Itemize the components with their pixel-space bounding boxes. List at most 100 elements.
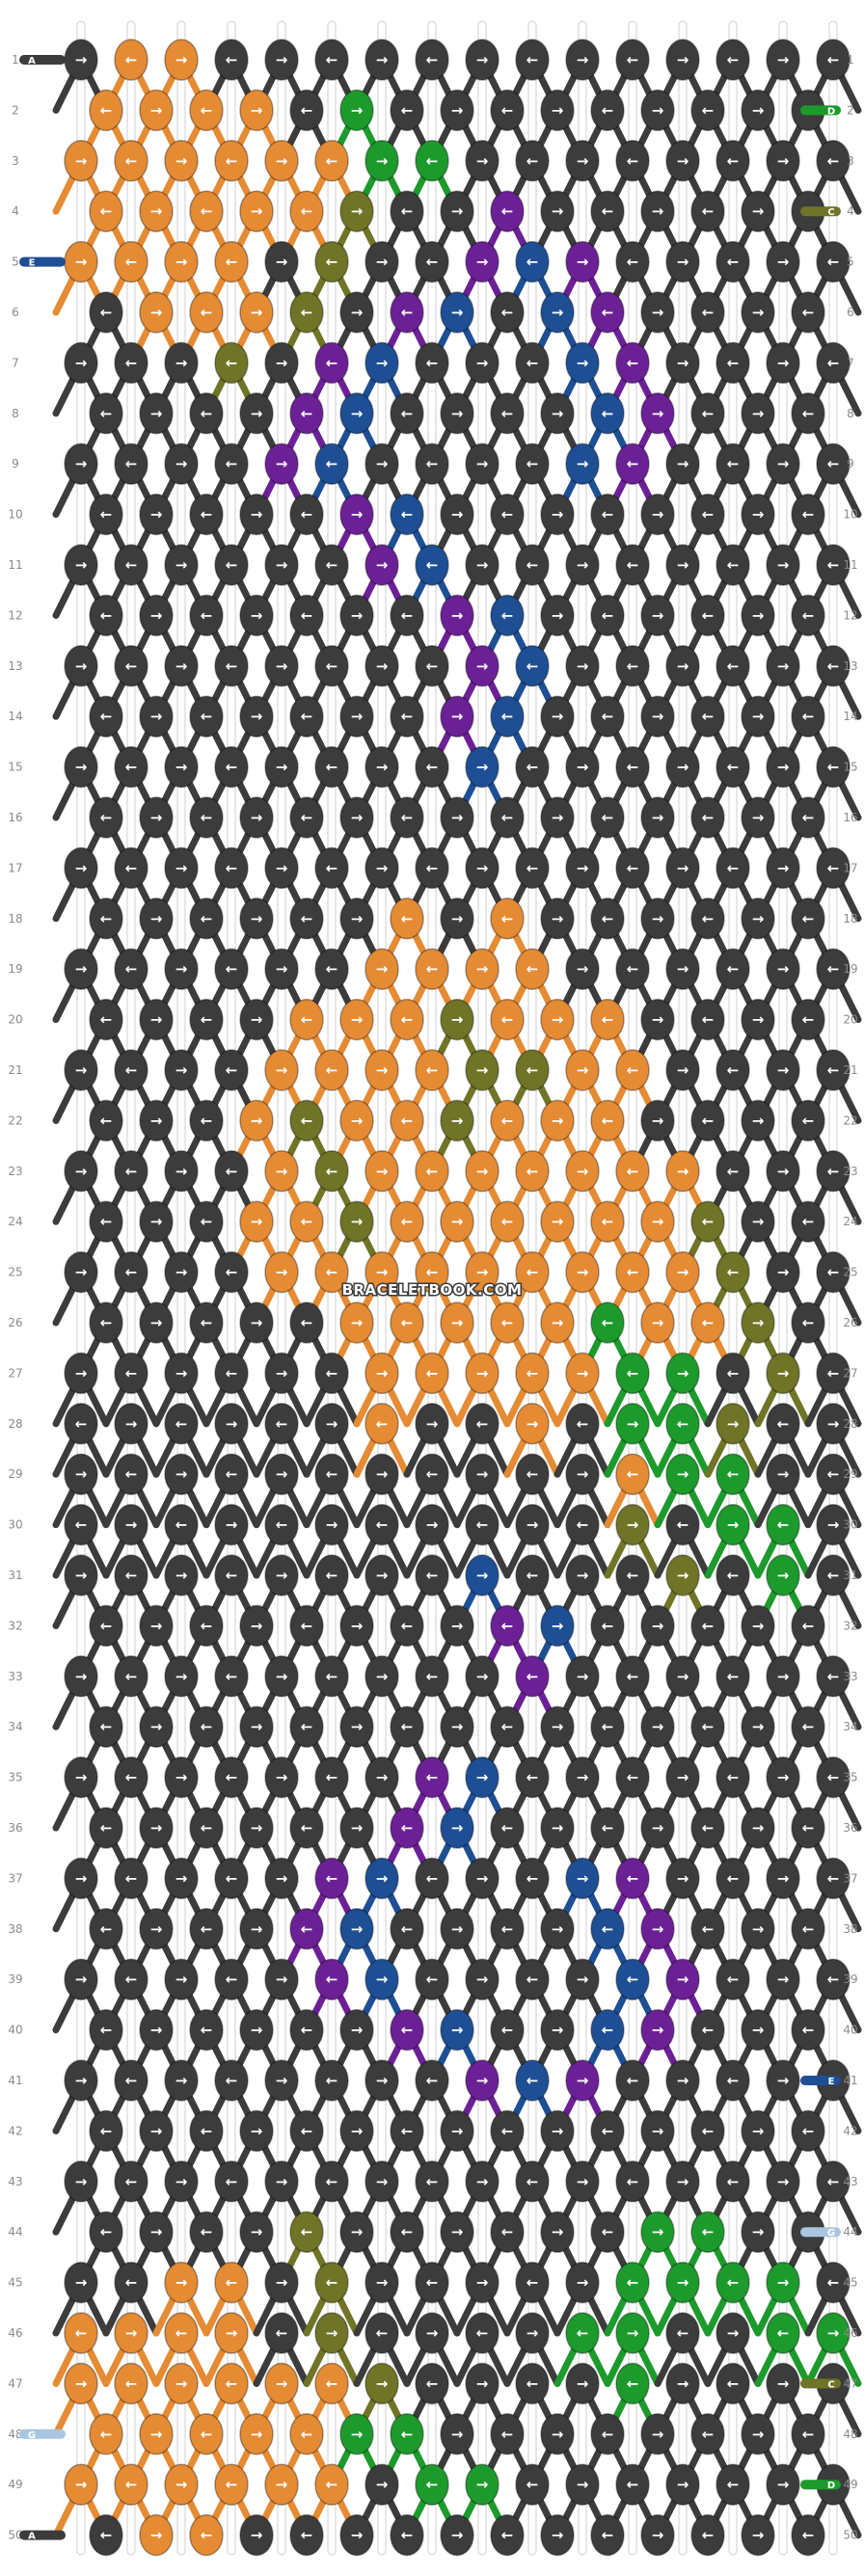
knot-direction-arrow: → bbox=[276, 1971, 288, 1988]
knot bbox=[766, 1352, 800, 1395]
knot bbox=[314, 240, 349, 283]
knot bbox=[640, 493, 675, 536]
knot bbox=[490, 2008, 525, 2052]
strand-marker-letter: D bbox=[827, 106, 835, 117]
knot bbox=[766, 745, 800, 789]
row-number-right: 18 bbox=[843, 912, 857, 926]
knot-direction-arrow: → bbox=[276, 1567, 288, 1584]
knot bbox=[390, 898, 424, 940]
knot bbox=[314, 341, 349, 385]
knot-direction-arrow: ← bbox=[501, 1718, 514, 1735]
row-number-left: 42 bbox=[8, 2124, 22, 2137]
knot bbox=[565, 1857, 600, 1900]
knot-direction-arrow: ← bbox=[577, 1516, 589, 1534]
row-number-left: 45 bbox=[8, 2276, 22, 2290]
knot bbox=[139, 1604, 174, 1648]
knot bbox=[139, 998, 174, 1041]
knot-direction-arrow: ← bbox=[526, 1567, 539, 1584]
knot-direction-arrow: ← bbox=[125, 1668, 138, 1685]
knot-direction-arrow: → bbox=[652, 2223, 664, 2241]
knot bbox=[766, 645, 800, 687]
knot-direction-arrow: → bbox=[552, 1920, 564, 1938]
knot-direction-arrow: ← bbox=[426, 2072, 439, 2089]
knot-direction-arrow: ← bbox=[501, 2022, 514, 2039]
knot-direction-arrow: → bbox=[777, 2375, 790, 2392]
knot bbox=[791, 1099, 825, 1142]
knot-direction-arrow: → bbox=[552, 2527, 564, 2544]
knot bbox=[565, 544, 600, 586]
knot bbox=[791, 1908, 825, 1950]
knot bbox=[364, 1503, 399, 1546]
knot-direction-arrow: → bbox=[351, 1112, 364, 1129]
knot bbox=[164, 1503, 199, 1546]
knot bbox=[540, 1807, 575, 1849]
knot-direction-arrow: ← bbox=[501, 1819, 514, 1837]
knot bbox=[289, 392, 324, 435]
knot-direction-arrow: ← bbox=[301, 809, 313, 826]
knot-direction-arrow: → bbox=[125, 2324, 138, 2342]
knot bbox=[615, 1554, 650, 1597]
knot bbox=[716, 443, 750, 485]
knot bbox=[791, 594, 825, 637]
knot bbox=[289, 190, 324, 232]
knot-direction-arrow: → bbox=[476, 1364, 489, 1382]
knot bbox=[214, 1756, 249, 1799]
knot-direction-arrow: ← bbox=[326, 859, 338, 876]
knot bbox=[640, 1705, 675, 1748]
knot-direction-arrow: ← bbox=[802, 1011, 815, 1029]
knot-direction-arrow: → bbox=[276, 1163, 288, 1180]
knot-direction-arrow: ← bbox=[301, 1920, 313, 1938]
knot bbox=[816, 1503, 850, 1546]
knot-direction-arrow: ← bbox=[226, 1163, 238, 1180]
knot-direction-arrow: ← bbox=[201, 708, 213, 725]
knot-direction-arrow: → bbox=[176, 1364, 188, 1382]
knot bbox=[766, 240, 800, 283]
knot-direction-arrow: ← bbox=[125, 759, 138, 776]
knot-direction-arrow: ← bbox=[727, 960, 740, 978]
knot bbox=[565, 1250, 600, 1294]
knot bbox=[665, 1503, 700, 1546]
knot-direction-arrow: → bbox=[376, 254, 389, 271]
knot-direction-arrow: ← bbox=[501, 2426, 514, 2443]
knot-direction-arrow: ← bbox=[301, 2426, 313, 2443]
knot-direction-arrow: ← bbox=[276, 1516, 288, 1534]
knot bbox=[716, 1453, 750, 1495]
knot-direction-arrow: → bbox=[677, 152, 689, 170]
knot bbox=[741, 1099, 775, 1142]
knot-direction-arrow: → bbox=[176, 1465, 188, 1483]
knot-direction-arrow: → bbox=[376, 1061, 389, 1079]
knot-direction-arrow: ← bbox=[727, 254, 740, 271]
knot-direction-arrow: ← bbox=[602, 2527, 614, 2544]
knot bbox=[665, 846, 700, 890]
knot bbox=[741, 1604, 775, 1648]
knot-direction-arrow: ← bbox=[702, 506, 715, 523]
knot-direction-arrow: ← bbox=[100, 1819, 113, 1837]
knot-direction-arrow: → bbox=[75, 254, 88, 271]
row-number-right: 8 bbox=[847, 407, 854, 420]
knot bbox=[415, 1150, 449, 1193]
knot-direction-arrow: → bbox=[476, 556, 489, 574]
knot bbox=[314, 1250, 349, 1294]
knot-direction-arrow: → bbox=[652, 101, 664, 119]
knot-direction-arrow: ← bbox=[401, 1920, 414, 1938]
knot-direction-arrow: ← bbox=[727, 2173, 740, 2190]
knot bbox=[716, 1250, 750, 1294]
knot-direction-arrow: → bbox=[150, 1213, 163, 1230]
knot bbox=[515, 1958, 550, 2000]
knot-direction-arrow: ← bbox=[827, 1264, 840, 1281]
knot-direction-arrow: → bbox=[777, 1061, 790, 1079]
knot-direction-arrow: → bbox=[351, 2122, 364, 2139]
knot-direction-arrow: ← bbox=[125, 2274, 138, 2292]
knot-direction-arrow: → bbox=[777, 2072, 790, 2089]
knot bbox=[89, 998, 123, 1041]
knot bbox=[540, 594, 575, 637]
knot bbox=[590, 695, 625, 738]
knot bbox=[741, 1908, 775, 1950]
knot bbox=[239, 998, 274, 1041]
knot bbox=[791, 2008, 825, 2052]
knot-direction-arrow: ← bbox=[100, 606, 113, 624]
row-number-left: 5 bbox=[12, 255, 19, 269]
knot-direction-arrow: → bbox=[150, 809, 163, 826]
knot bbox=[314, 745, 349, 789]
knot-direction-arrow: ← bbox=[526, 1971, 539, 1988]
